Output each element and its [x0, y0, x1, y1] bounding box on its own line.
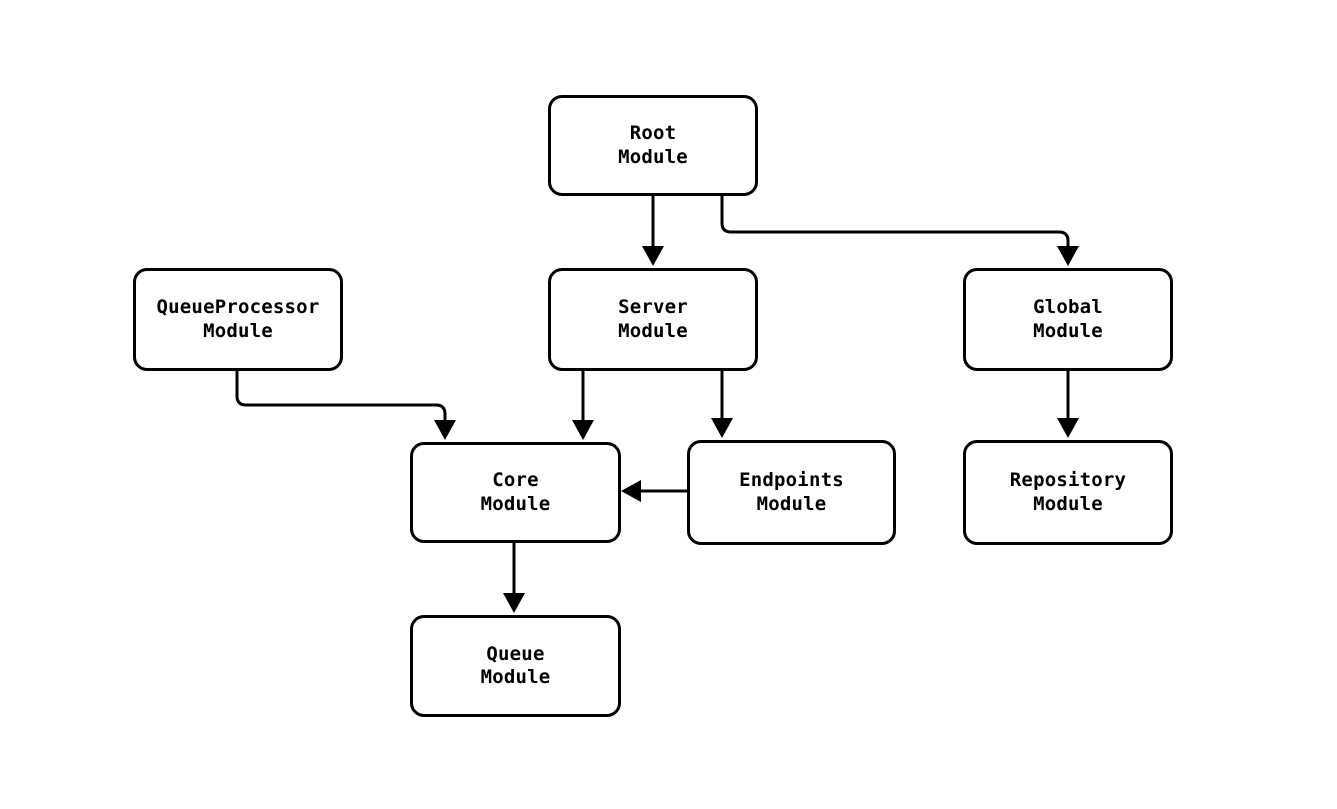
node-label-primary: Endpoints — [739, 469, 844, 492]
node-label-primary: Core — [492, 469, 539, 492]
node-label-primary: Server — [618, 296, 688, 319]
node-label-secondary: Module — [1033, 319, 1103, 342]
node-label-secondary: Module — [1033, 492, 1103, 515]
node-label-primary: Queue — [486, 642, 545, 665]
arrowhead-server-to-endpoints — [711, 418, 733, 438]
node-label-secondary: Module — [480, 666, 551, 688]
arrowhead-core-to-queue — [503, 593, 525, 613]
arrowhead-global-to-repository — [1057, 418, 1079, 438]
arrowhead-queueprocessor-to-core — [434, 420, 456, 440]
arrowhead-endpoints-to-core — [621, 480, 641, 502]
node-label-secondary: Module — [618, 319, 688, 342]
node-label-secondary: Module — [756, 492, 827, 515]
node-label-secondary: Module — [203, 319, 273, 342]
node-label-primary: QueueProcessor — [156, 296, 320, 319]
arrowhead-server-to-core — [572, 420, 594, 440]
arrowhead-root-to-server — [642, 246, 664, 266]
edge-root-to-global — [720, 196, 1070, 258]
node-label-secondary: Module — [480, 492, 551, 515]
arrowhead-root-to-global — [1057, 246, 1079, 266]
node-label-primary: Global — [1033, 296, 1103, 319]
node-label-secondary: Module — [618, 145, 688, 168]
node-label-primary: Repository — [1009, 469, 1127, 492]
edge-queueprocessor-to-core — [235, 371, 447, 432]
node-label-primary: Root — [629, 122, 677, 145]
